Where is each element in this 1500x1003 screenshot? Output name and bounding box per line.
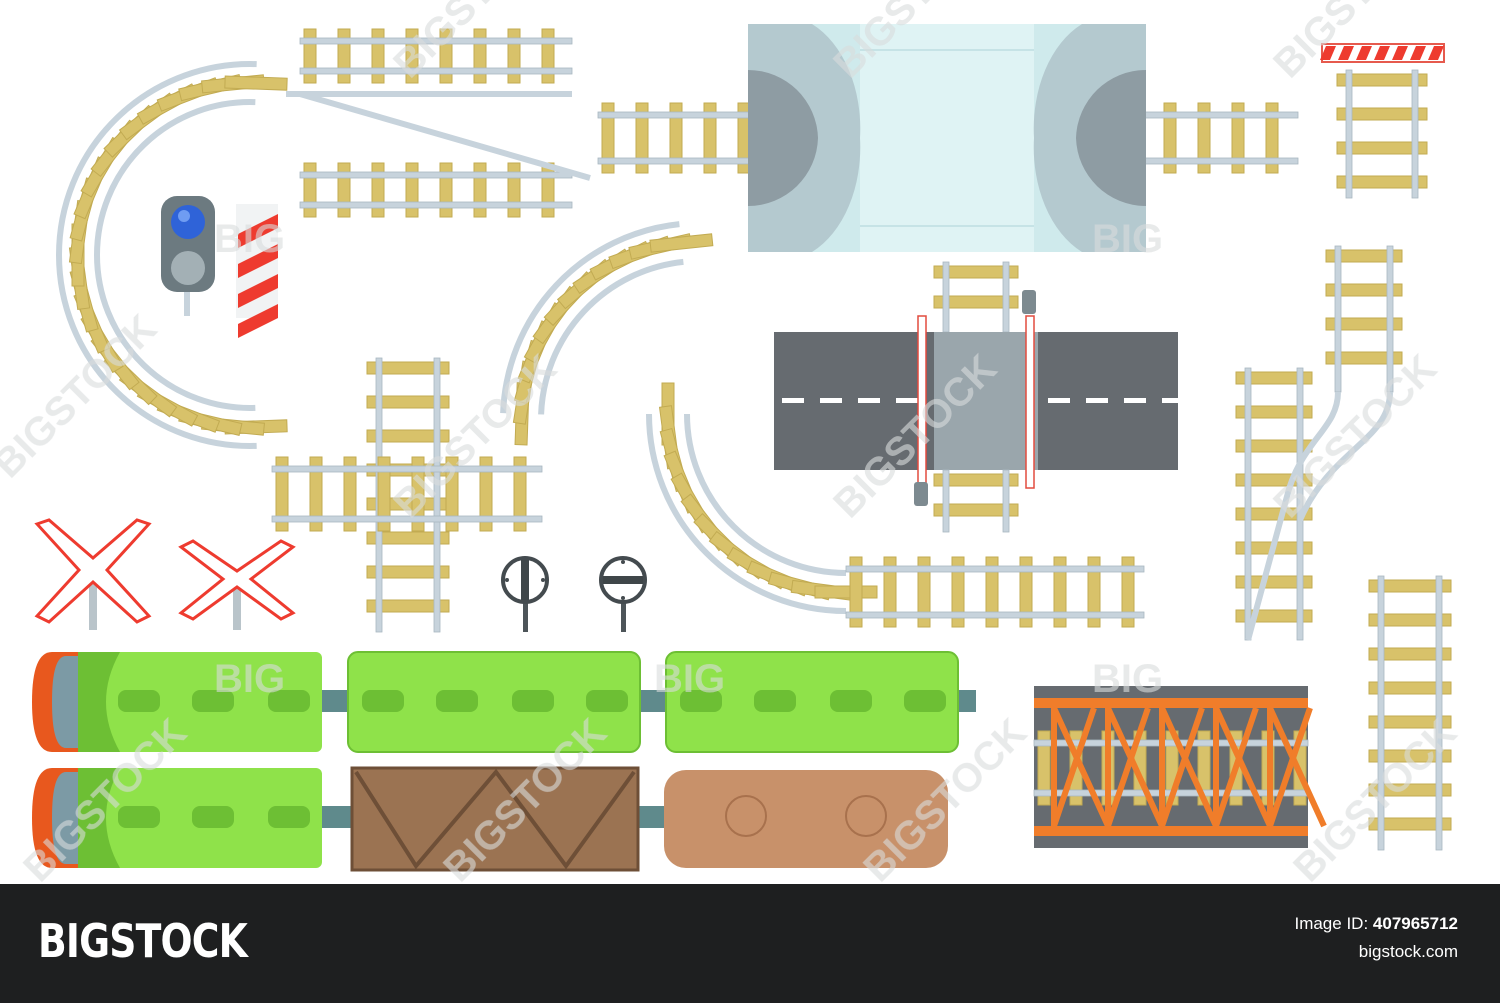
locomotive-icon [32,768,322,868]
switch-track-icon [286,28,591,218]
coupler [322,690,976,712]
railroad-crossing-sign-icon [34,518,152,630]
level-crossing-icon [774,261,1184,533]
image-id-label: Image ID: [1294,914,1369,933]
box-wagon-icon [350,766,640,872]
watermark-text: BIG [214,217,285,261]
railway-clipart-canvas: BIG BIG BIG BIG BIG BIGSTOCK BIGSTOCK BI… [0,0,1465,884]
site-link[interactable]: bigstock.com [1358,942,1458,961]
warning-post-icon [236,204,278,338]
curved-track-icon [646,382,1145,628]
image-id-value: 407965712 [1372,914,1458,933]
image-id: Image ID: 407965712 [1294,914,1458,934]
watermark-text: BIG [1092,657,1163,701]
curved-track-icon [56,61,288,449]
locomotive-icon [32,652,322,752]
barrier-track-icon [1320,43,1445,199]
speed-sign-icon [501,556,549,632]
traffic-signal-icon [161,196,215,316]
bridge-icon [1033,686,1327,848]
watermark-text: BIG [1092,217,1163,261]
footer-bar: BIGSTOCK Image ID: 407965712 bigstock.co… [0,884,1500,1003]
passenger-car-icon [347,651,641,753]
watermark-text: BIG [654,657,725,701]
railroad-crossing-sign-icon [178,539,296,630]
tunnel-icon [597,24,1299,252]
crossing-track-icon [271,357,543,633]
s-curve-track-icon [500,221,714,446]
speed-sign-icon [599,556,647,632]
tank-wagon-icon [664,770,948,868]
straight-track-icon [1368,575,1452,851]
watermark-text: BIG [214,657,285,701]
coupler [322,806,664,828]
turnout-track-icon [1235,245,1403,641]
passenger-car-icon [665,651,959,753]
brand-logo[interactable]: BIGSTOCK [38,914,248,968]
